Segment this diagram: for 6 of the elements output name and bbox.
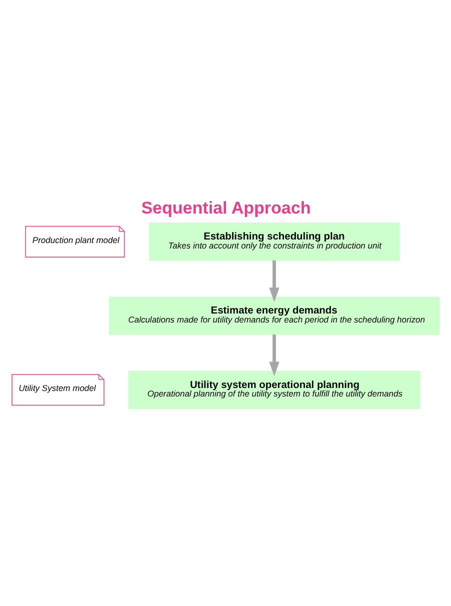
node-box: Utility system operational planning Operational planning of the utility system to fulfill the utility demands: [128, 370, 420, 410]
node-box: Establishing scheduling plan Takes into account only the constraints in production unit: [149, 222, 400, 261]
arrow: [269, 334, 280, 376]
arrow: [269, 260, 280, 302]
node-box: Estimate energy demands Calculations made for utility demands for each period in the scheduling horizon: [109, 296, 440, 335]
diagram-title: Sequential Approach: [141, 198, 311, 218]
